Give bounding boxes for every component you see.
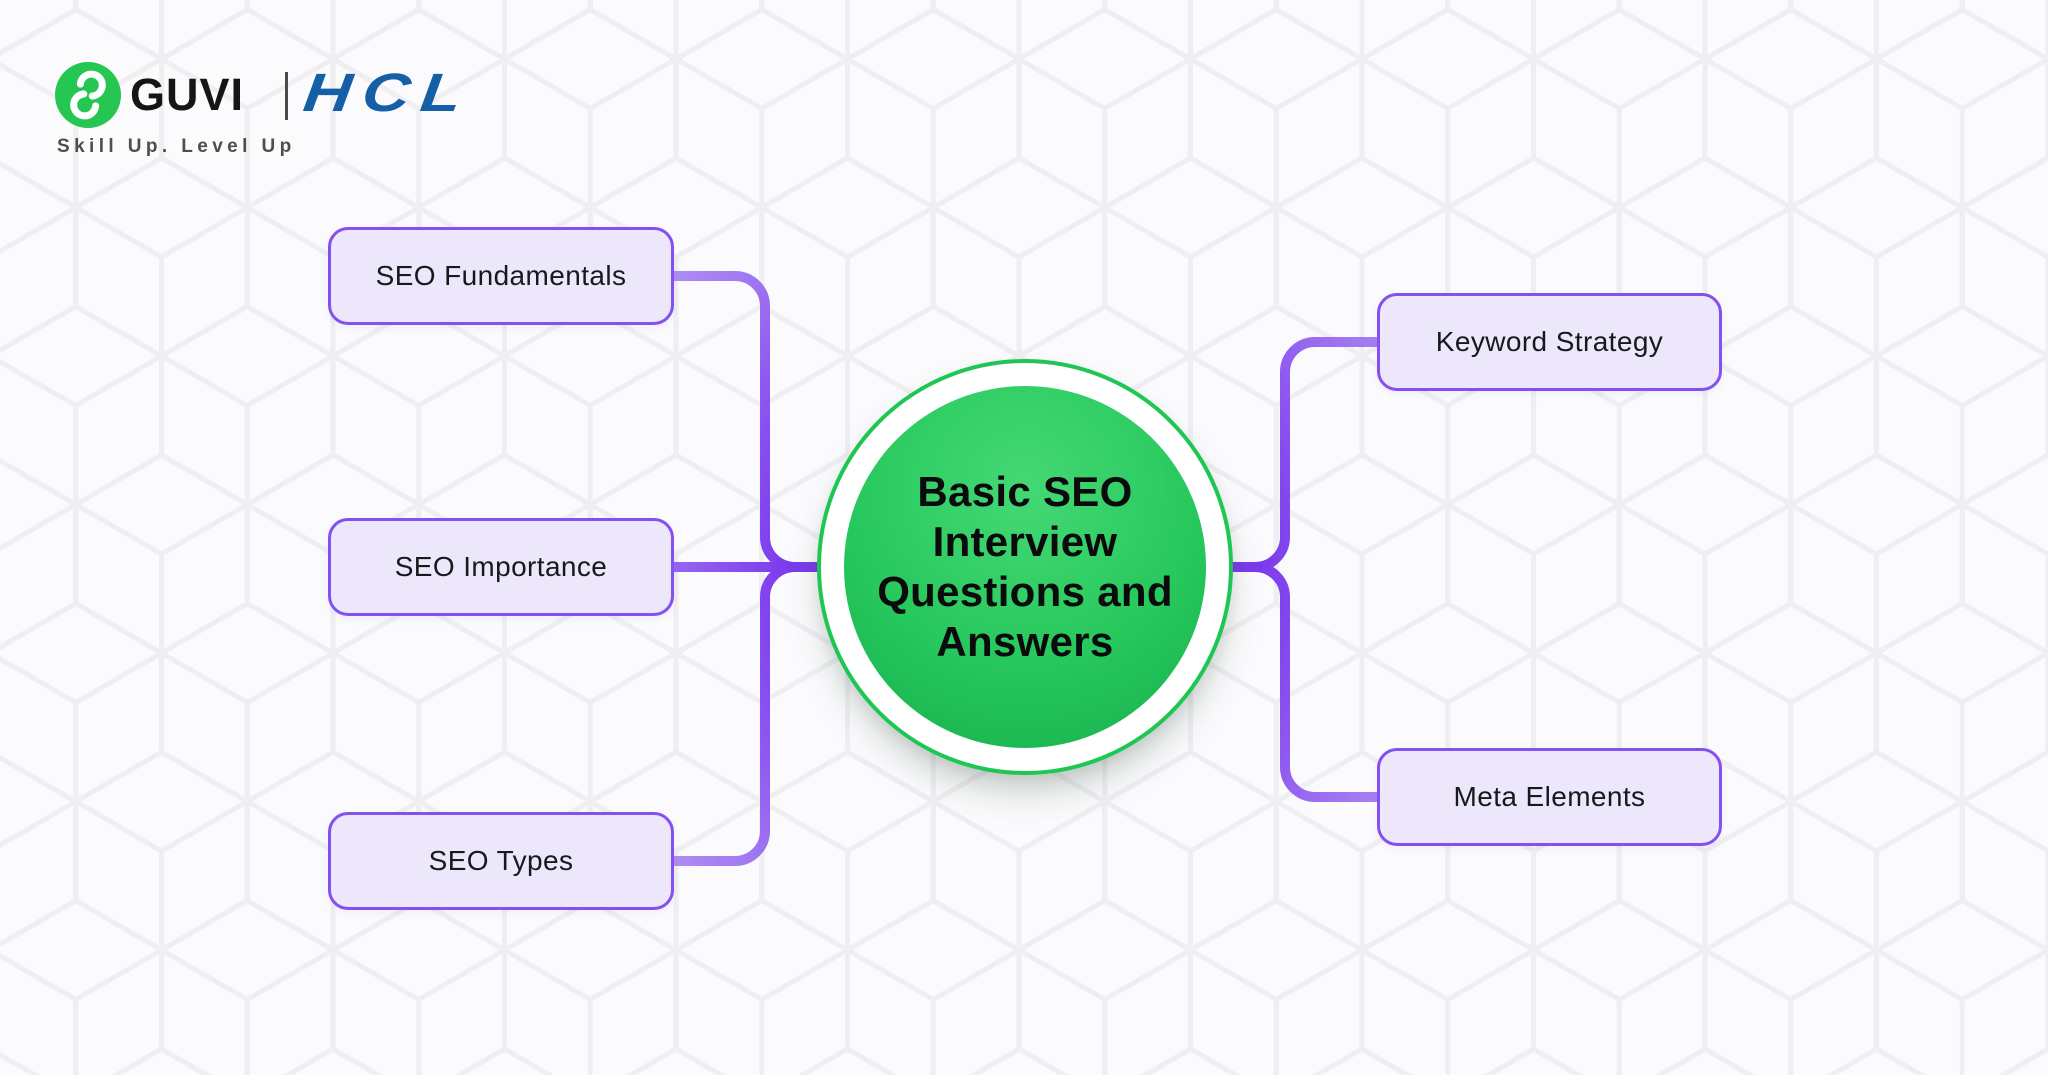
node-label: Keyword Strategy [1435,326,1664,357]
brand-tagline: Skill Up. Level Up [57,136,296,157]
connector-seo-fundamentals [674,271,824,572]
central-topic-line: Questions and [877,568,1173,615]
connector-meta-elements [1228,562,1377,802]
node-label: Meta Elements [1453,781,1646,812]
central-topic-circle: Basic SEO Interview Questions and Answer… [844,386,1206,748]
node-label: SEO Importance [394,551,608,582]
central-topic-line: Interview [932,518,1118,565]
node-label: SEO Fundamentals [375,260,627,291]
guvi-wordmark: GUVI [130,69,245,120]
central-topic-line: Basic SEO [917,468,1133,515]
connector-keyword-strategy [1228,337,1377,572]
node-meta-elements: Meta Elements [1377,748,1722,846]
node-label: SEO Types [428,845,574,876]
node-keyword-strategy: Keyword Strategy [1377,293,1722,391]
connector-seo-types [674,562,824,866]
node-seo-importance: SEO Importance [328,518,674,616]
guvi-g-icon [55,62,121,128]
node-seo-fundamentals: SEO Fundamentals [328,227,674,325]
central-topic-node: Basic SEO Interview Questions and Answer… [817,359,1233,775]
central-topic-label: Basic SEO Interview Questions and Answer… [877,467,1173,667]
hcl-wordmark: HCL [300,63,477,123]
node-seo-types: SEO Types [328,812,674,910]
brand-divider [285,72,288,120]
central-topic-line: Answers [936,618,1114,665]
